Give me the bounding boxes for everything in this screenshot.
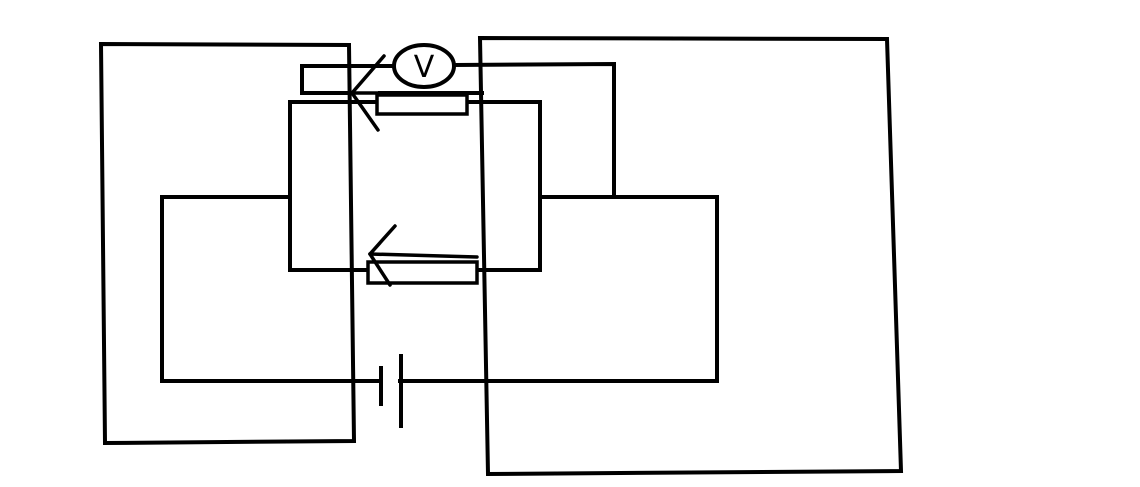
lower-rheostat (366, 224, 479, 287)
right-frame (477, 35, 904, 477)
voltmeter-icon: V (392, 43, 456, 89)
upper-slider-arrow (350, 54, 386, 132)
battery-icon (379, 354, 403, 428)
voltmeter-label: V (414, 50, 435, 85)
voltmeter-branch (300, 61, 616, 199)
outer-circuit-loop (160, 195, 719, 383)
upper-resistor (375, 91, 484, 116)
left-frame (98, 41, 357, 446)
inner-circuit-loop (288, 100, 542, 272)
